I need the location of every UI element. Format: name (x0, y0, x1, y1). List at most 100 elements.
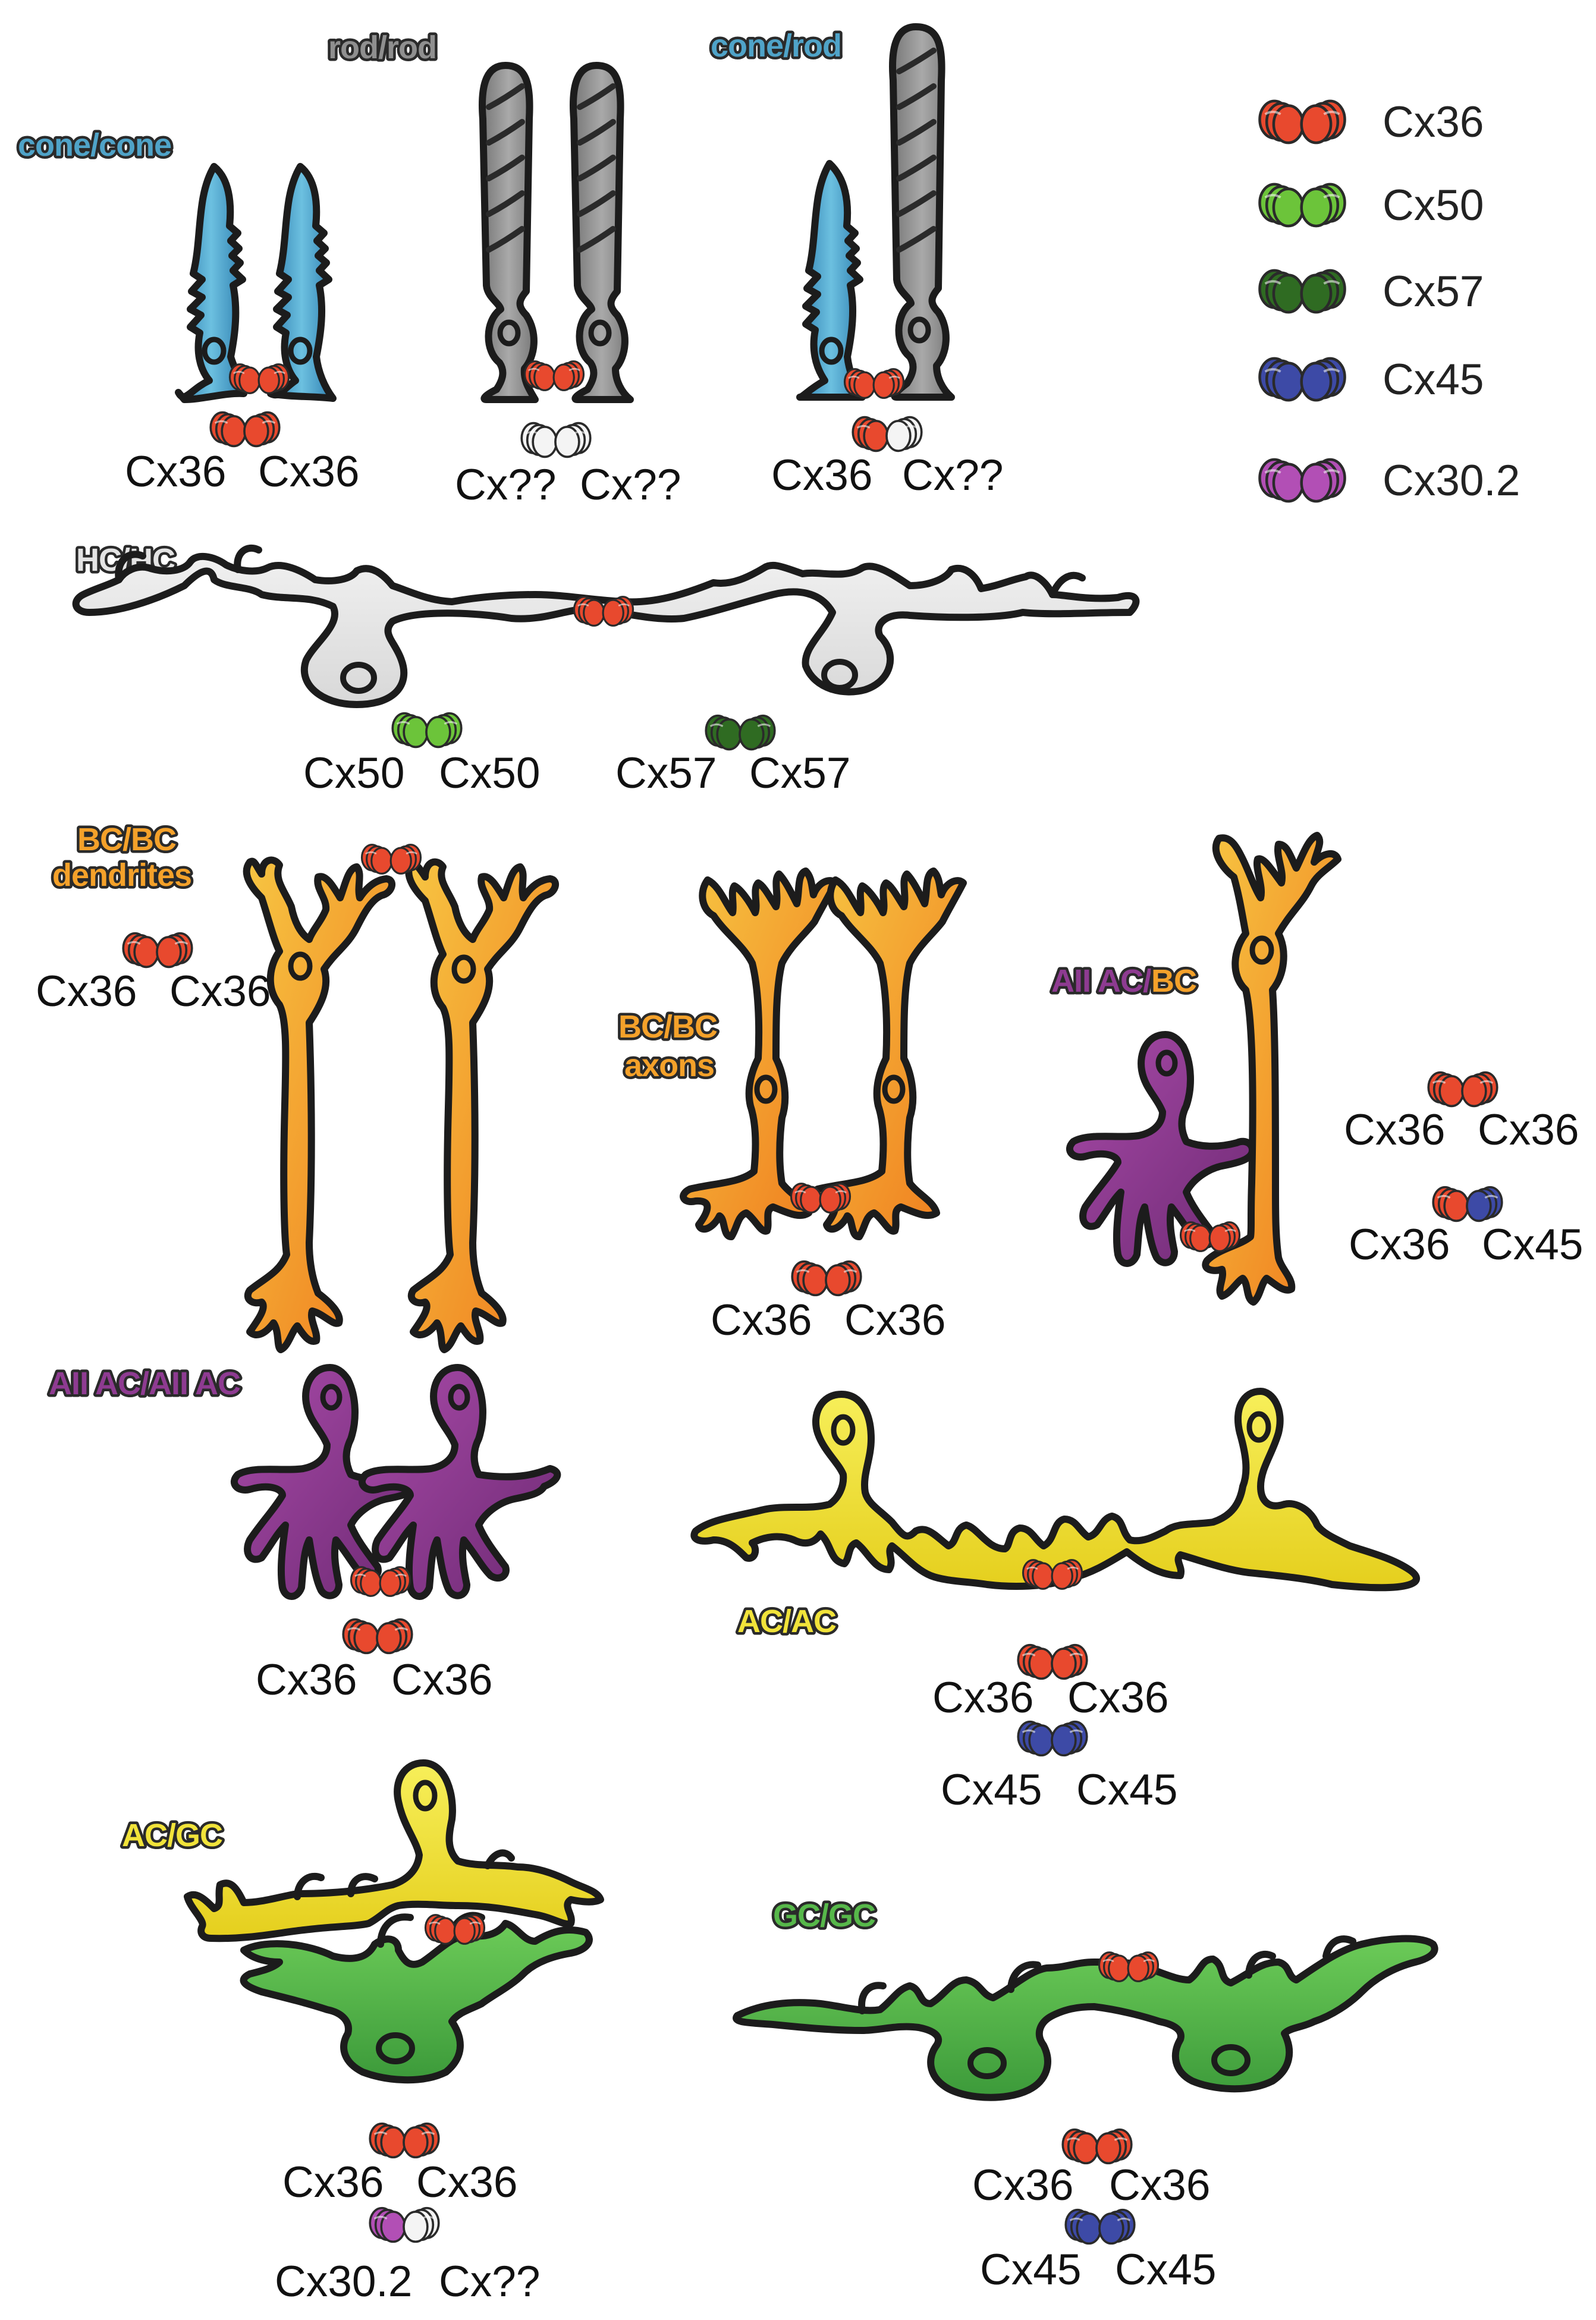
gap-junction-unknown-rod-rod (523, 360, 585, 391)
bipolar-cell-left (243, 856, 395, 1353)
connexin-right-label: Cx36 (416, 2158, 517, 2206)
connexin-left-label: Cx36 (1344, 1106, 1445, 1154)
connexin-right-label: Cx36 (1478, 1106, 1579, 1154)
connexin-icon-gc-gc-cx36 (1061, 2128, 1133, 2165)
connexin-right-label: Cx36 (1109, 2161, 1210, 2209)
connexin-icon-gc-gc-cx45 (1064, 2208, 1136, 2245)
panel-title-aii-bc: AII AC/BC (1051, 963, 1196, 999)
connexin-icon-ac-ac-cx36 (1017, 1643, 1088, 1680)
gap-junction-cx36-aii-aii (350, 1566, 411, 1597)
connexin-left-label: Cx36 (125, 448, 226, 496)
connexin-right-label: Cx36 (1067, 1674, 1168, 1722)
connexin-right-label: Cx57 (749, 749, 850, 797)
gap-junction-aii-bc (1179, 1221, 1241, 1252)
legend-item-cx57: Cx57 (1258, 268, 1484, 316)
panel-title-ac-ac: AC/AC (737, 1604, 836, 1639)
connexin-icon (1258, 183, 1346, 228)
connexin-right-label: Cx45 (1115, 2246, 1216, 2294)
connexin-left-label: Cx36 (711, 1296, 812, 1344)
panel-title-bc-dendrites-line1: BC/BC (77, 822, 176, 857)
connexin-icon-aii-aii (342, 1618, 413, 1655)
cone-cell-right (267, 163, 337, 402)
bipolar-cell-axons-right (808, 867, 967, 1240)
connexin-left-label: Cx30.2 (275, 2258, 412, 2306)
connexin-right-label: Cx?? (580, 461, 681, 509)
bipolar-cell-axons-left (680, 867, 839, 1240)
panel-aii-bc: AII AC/BC Cx36 Cx36 Cx36 Cx45 (1049, 832, 1583, 1306)
connexin-left-label: Cx45 (941, 1766, 1042, 1814)
bipolar-cell-right (405, 858, 559, 1353)
panel-title-bc-axons-line1: BC/BC (618, 1009, 717, 1045)
panel-title-gc-gc: GC/GC (773, 1898, 875, 1934)
gap-junction-cx36-hc-hc (573, 596, 634, 627)
legend-item-cx36: Cx36 (1258, 98, 1484, 146)
ganglion-cell (240, 1912, 593, 2084)
connexin-icon (1258, 269, 1346, 314)
connexin-icon (1258, 458, 1346, 503)
gap-junction-cx36-bc-dendrites (360, 844, 422, 875)
legend-label: Cx45 (1383, 356, 1484, 404)
connexin-icon (1258, 357, 1346, 402)
legend-label: Cx36 (1383, 98, 1484, 146)
legend-item-cx50: Cx50 (1258, 181, 1484, 230)
connexin-icon-cone-rod (852, 416, 923, 452)
panel-bc-axons: BC/BC axons Cx36 Cx36 (616, 867, 967, 1344)
panel-cone-rod: cone/rod Cx36 Cx?? (708, 23, 1003, 499)
connexin-icon-cone-cone (209, 411, 281, 448)
panel-bc-dendrites: BC/BC dendrites Cx36 Cx36 (36, 819, 559, 1353)
horizontal-cell-pair (72, 544, 1140, 708)
connexin-icon-ac-ac-cx45 (1017, 1720, 1088, 1757)
connexin-left-label: Cx36 (1349, 1221, 1450, 1269)
connexin-right-label: Cx?? (439, 2258, 540, 2306)
connexin-right-label: Cx?? (902, 451, 1003, 499)
connexin-icon-bc-axons (791, 1260, 862, 1297)
panel-hc-hc: HC/HC Cx50 Cx50 Cx57 Cx57 (72, 540, 1140, 797)
legend-label: Cx57 (1383, 268, 1484, 316)
bipolar-cell (1202, 832, 1341, 1306)
panel-ac-ac: AC/AC Cx36 Cx36 Cx45 Cx45 (690, 1388, 1420, 1814)
legend-item-cx45: Cx45 (1258, 356, 1484, 404)
connexin-right-label: Cx36 (391, 1656, 492, 1704)
legend-label: Cx50 (1383, 181, 1484, 230)
connexin-icon-ac-gc-cx30 (369, 2206, 440, 2243)
connexin-icon-rod-rod (520, 422, 592, 458)
panel-gc-gc: GC/GC Cx36 Cx36 Cx45 Cx45 (733, 1895, 1438, 2294)
amacrine-cell-pair (690, 1388, 1420, 1592)
gap-junction-cx36-ac-ac (1022, 1559, 1083, 1590)
panel-title-ac-gc: AC/GC (122, 1818, 222, 1853)
cone-cell (796, 160, 866, 401)
connexin-left-label: Cx36 (972, 2161, 1073, 2209)
panel-title-bc-axons-line2: axons (624, 1048, 714, 1083)
aii-amacrine-cell-right (359, 1364, 561, 1600)
panel-rod-rod: rod/rod Cx?? Cx?? (326, 27, 681, 510)
rod-cell (888, 23, 955, 401)
connexin-right-label: Cx36 (258, 448, 359, 496)
connexin-left-label: Cx36 (771, 451, 872, 499)
aii-amacrine-cell (1066, 1031, 1256, 1267)
panel-title-rod-rod: rod/rod (328, 30, 436, 65)
panel-title-bc-dendrites-line2: dendrites (52, 857, 191, 893)
connexin-left-label: Cx45 (980, 2246, 1081, 2294)
gap-junction-ac-gc (424, 1914, 486, 1945)
ganglion-cell-pair (733, 1935, 1438, 2101)
panel-title-aii-aii: AII AC/AII AC (49, 1366, 240, 1401)
gap-junction-cx36-bc-axons (790, 1183, 852, 1214)
connexin-left-label: Cx36 (36, 967, 137, 1016)
connexin-icon (1258, 99, 1346, 144)
legend-label: Cx30.2 (1383, 457, 1520, 505)
connexin-right-label: Cx50 (439, 749, 540, 797)
title-part-aii: AII AC/ (1051, 963, 1152, 999)
connexin-right-label: Cx45 (1076, 1766, 1177, 1814)
panel-ac-gc: AC/GC Cx36 Cx36 Cx30.2 Cx?? (120, 1759, 604, 2306)
connexin-right-label: Cx36 (844, 1296, 945, 1344)
rod-cell-right (569, 62, 634, 403)
connexin-left-label: Cx50 (303, 749, 404, 797)
connexin-right-label: Cx36 (169, 967, 271, 1016)
cone-cell-left (175, 163, 247, 403)
connexin-icon-cx57 (705, 714, 776, 751)
gap-junction-cx36-gc-gc (1098, 1951, 1160, 1982)
connexin-left-label: Cx36 (932, 1674, 1033, 1722)
panel-aii-aii: AII AC/AII AC Cx36 Cx36 (46, 1363, 561, 1704)
